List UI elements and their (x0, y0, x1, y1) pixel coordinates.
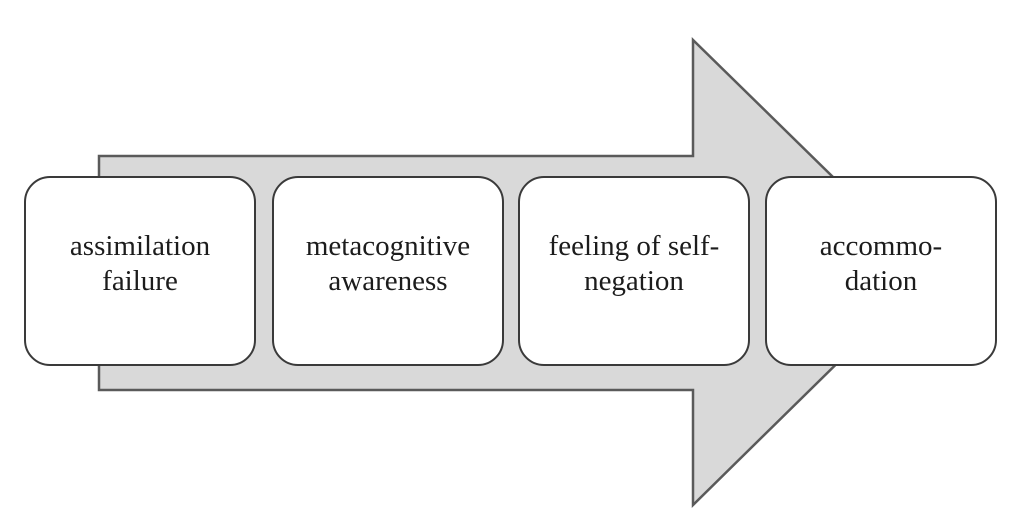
step-label: assimilation failure (69, 230, 211, 297)
step-box-accommodation: accommo- dation (765, 176, 997, 366)
step-label: metacognitive awareness (305, 230, 471, 297)
step-label: feeling of self- negation (548, 230, 720, 297)
step-box-assimilation-failure: assimilation failure (24, 176, 256, 366)
step-box-metacognitive-awareness: metacognitive awareness (272, 176, 504, 366)
step-box-feeling-of-self-negation: feeling of self- negation (518, 176, 750, 366)
process-arrow-shape (97, 37, 932, 508)
step-label: accommo- dation (819, 230, 943, 297)
